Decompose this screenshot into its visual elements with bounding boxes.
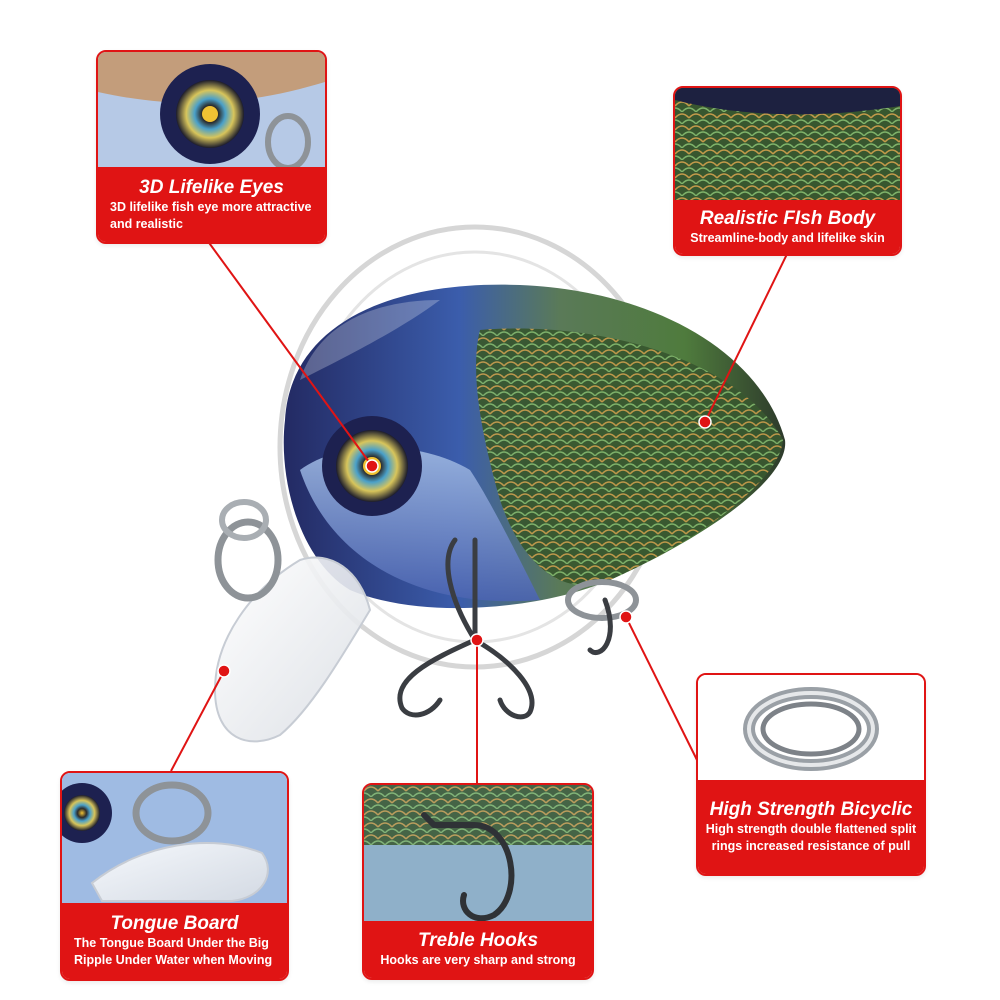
callout-eyes: 3D Lifelike Eyes 3D lifelike fish eye mo… [96,50,327,244]
callout-split-ring: High Strength Bicyclic High strength dou… [696,673,926,876]
callout-treble-hooks-band: Treble Hooks Hooks are very sharp and st… [364,921,592,978]
callout-eyes-band: 3D Lifelike Eyes 3D lifelike fish eye mo… [98,167,325,242]
callout-tongue-board-description: The Tongue Board Under the Big Ripple Un… [74,936,273,967]
eye-closeup-photo [98,52,325,167]
lure-scales [476,328,783,586]
belly-split-ring [565,579,639,621]
treble-hook [397,537,535,720]
body-closeup-photo [675,88,900,200]
callout-split-ring-description: High strength double flattened split rin… [705,822,917,853]
callout-treble-hooks-title: Treble Hooks [417,930,539,951]
callout-tongue-board-band: Tongue Board The Tongue Board Under the … [62,903,287,979]
callout-treble-hooks-description: Hooks are very sharp and strong [380,953,576,967]
treble-hook-photo [364,785,592,921]
callout-eyes-title: 3D Lifelike Eyes [139,176,284,198]
callout-eyes-description: 3D lifelike fish eye more attractive and… [110,199,312,231]
callout-body-description: Streamline-body and lifelike skin [690,230,885,245]
callout-split-ring-title: High Strength Bicyclic [709,799,913,820]
leader-ring [625,616,698,761]
lure-tongue-board [213,556,372,743]
callout-body-title: Realistic FIsh Body [699,207,876,229]
callout-treble-hooks: Treble Hooks Hooks are very sharp and st… [362,783,594,980]
callout-body-band: Realistic FIsh Body Streamline-body and … [675,200,900,254]
callout-body: Realistic FIsh Body Streamline-body and … [673,86,902,256]
callout-tongue-board: Tongue Board The Tongue Board Under the … [60,771,289,981]
split-ring-photo [698,675,924,780]
lure-head-gloss [300,300,440,380]
leader-tongue [170,670,225,772]
front-split-ring [214,518,282,602]
callout-split-ring-band: High Strength Bicyclic High strength dou… [698,780,924,874]
leader-eyes [206,239,373,467]
callout-tongue-board-title: Tongue Board [110,913,239,934]
leader-body [704,251,789,423]
tongue-board-photo [62,773,287,903]
